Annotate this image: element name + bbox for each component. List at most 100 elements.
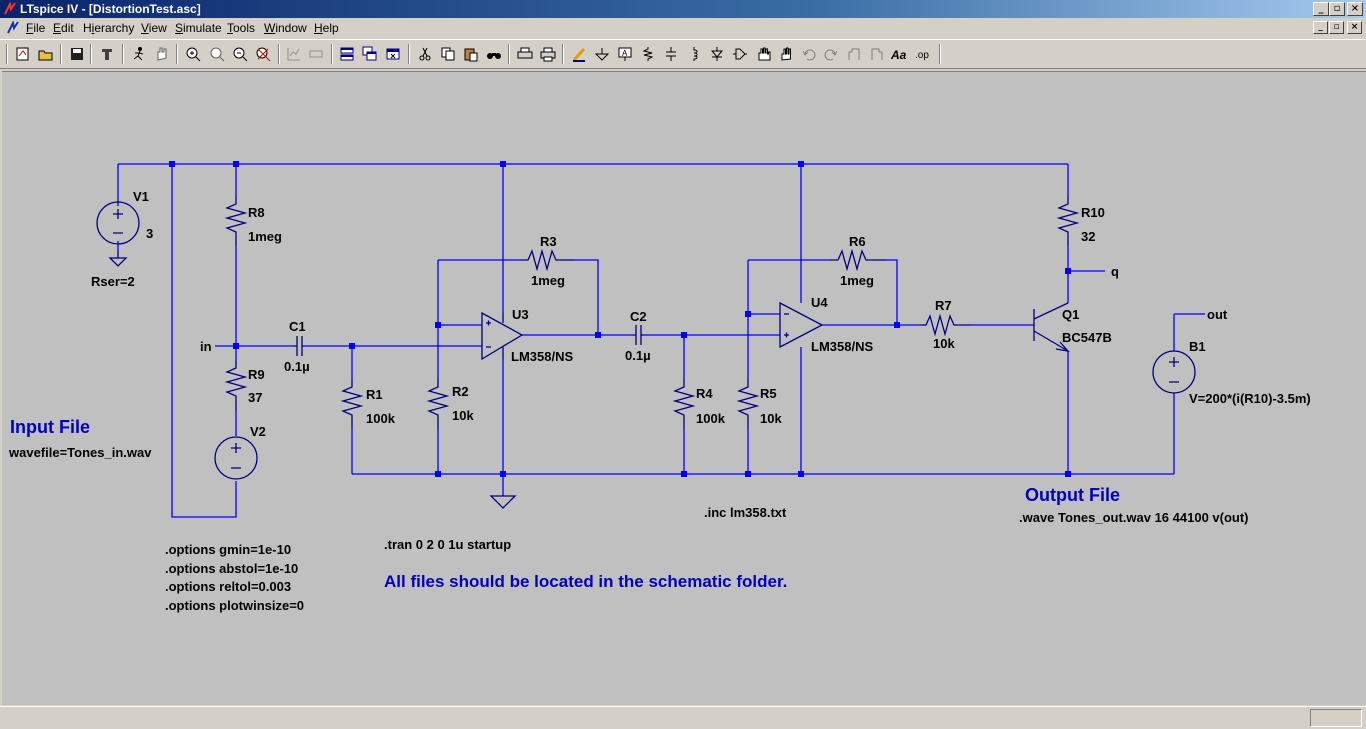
options-abstol[interactable]: .options abstol=1e-10 — [165, 561, 298, 576]
net-label-out[interactable]: out — [1207, 307, 1228, 322]
r6-value[interactable]: 1meg — [840, 273, 874, 288]
tran-directive[interactable]: .tran 0 2 0 1u startup — [384, 537, 511, 552]
ruler-icon[interactable] — [307, 45, 325, 63]
halt-icon[interactable] — [152, 45, 170, 63]
rotate-icon[interactable] — [845, 45, 863, 63]
v1-label[interactable]: V1 — [133, 189, 149, 204]
resistor-r8[interactable] — [224, 196, 248, 246]
wave-directive[interactable]: .wave Tones_out.wav 16 44100 v(out) — [1019, 510, 1249, 525]
resistor-r6[interactable] — [830, 248, 886, 272]
menu-hierarchy[interactable]: Hierarchy — [83, 21, 135, 35]
v1-value[interactable]: 3 — [146, 226, 153, 241]
schematic-drawing[interactable]: V1 3 Rser=2 R8 1meg in R9 37 V2 C1 0.1µ … — [2, 72, 1366, 705]
ground-icon[interactable] — [593, 45, 611, 63]
options-plotwinsize[interactable]: .options plotwinsize=0 — [165, 598, 304, 613]
zoom-in-icon[interactable] — [184, 45, 202, 63]
print-setup-icon[interactable] — [516, 45, 534, 63]
voltage-source-v2[interactable] — [214, 436, 258, 480]
resistor-r5[interactable] — [736, 379, 760, 429]
net-label-q[interactable]: q — [1111, 264, 1119, 279]
c1-value[interactable]: 0.1µ — [284, 359, 310, 374]
r3-value[interactable]: 1meg — [531, 273, 565, 288]
r5-label[interactable]: R5 — [760, 386, 777, 401]
wavefile-directive[interactable]: wavefile=Tones_in.wav — [8, 445, 152, 460]
zoom-out-icon[interactable] — [231, 45, 249, 63]
wire[interactable] — [886, 259, 898, 325]
close-window-icon[interactable] — [384, 45, 402, 63]
u4-value[interactable]: LM358/NS — [811, 339, 873, 354]
v2-label[interactable]: V2 — [250, 424, 266, 439]
print-icon[interactable] — [539, 45, 557, 63]
ground-symbol[interactable] — [489, 495, 517, 509]
voltage-source-v1[interactable] — [96, 201, 140, 267]
zoom-fit-icon[interactable] — [254, 45, 272, 63]
resistor-icon[interactable] — [639, 45, 657, 63]
opamp-u3[interactable] — [481, 311, 524, 361]
r4-value[interactable]: 100k — [696, 411, 726, 426]
capacitor-c1[interactable] — [293, 336, 303, 356]
drag-icon[interactable] — [777, 45, 795, 63]
r1-value[interactable]: 100k — [366, 411, 396, 426]
q1-value[interactable]: BC547B — [1062, 330, 1112, 345]
resistor-r2[interactable] — [426, 379, 450, 429]
copy-icon[interactable] — [439, 45, 457, 63]
c2-label[interactable]: C2 — [630, 309, 647, 324]
inductor-icon[interactable] — [685, 45, 703, 63]
r5-value[interactable]: 10k — [760, 411, 782, 426]
r9-value[interactable]: 37 — [248, 390, 262, 405]
q1-label[interactable]: Q1 — [1062, 307, 1079, 322]
mirror-icon[interactable] — [868, 45, 886, 63]
wire[interactable] — [574, 259, 599, 335]
maximize-button[interactable]: ▫ — [1329, 2, 1345, 16]
r7-value[interactable]: 10k — [933, 336, 955, 351]
new-schematic-icon[interactable] — [14, 45, 32, 63]
c1-label[interactable]: C1 — [289, 319, 306, 334]
resistor-r4[interactable] — [672, 379, 696, 429]
r8-label[interactable]: R8 — [248, 205, 265, 220]
output-file-comment[interactable]: Output File — [1025, 485, 1120, 505]
menu-file[interactable]: File — [26, 21, 46, 35]
r10-label[interactable]: R10 — [1081, 205, 1105, 220]
wire[interactable] — [171, 164, 237, 518]
u3-label[interactable]: U3 — [512, 307, 529, 322]
options-reltol[interactable]: .options reltol=0.003 — [165, 579, 291, 594]
b1-value[interactable]: V=200*(i(R10)-3.5m) — [1189, 391, 1311, 406]
r2-label[interactable]: R2 — [452, 384, 469, 399]
menu-window[interactable]: Window — [264, 21, 307, 35]
cut-icon[interactable] — [416, 45, 434, 63]
u3-value[interactable]: LM358/NS — [511, 349, 573, 364]
input-file-comment[interactable]: Input File — [10, 417, 90, 437]
menu-tools[interactable]: Tools — [227, 21, 256, 35]
b1-label[interactable]: B1 — [1189, 339, 1206, 354]
control-panel-icon[interactable] — [98, 45, 116, 63]
spice-directive-icon[interactable]: .op — [914, 45, 932, 63]
tile-horizontal-icon[interactable] — [338, 45, 356, 63]
net-label-in[interactable]: in — [200, 339, 212, 354]
inc-directive[interactable]: .inc lm358.txt — [704, 505, 787, 520]
label-net-icon[interactable]: A — [616, 45, 634, 63]
pan-icon[interactable] — [208, 45, 226, 63]
minimize-button[interactable]: _ — [1313, 2, 1329, 16]
save-icon[interactable] — [68, 45, 86, 63]
resistor-r9[interactable] — [224, 361, 248, 411]
capacitor-icon[interactable] — [662, 45, 680, 63]
doc-close-button[interactable]: × — [1347, 21, 1362, 34]
undo-icon[interactable] — [800, 45, 818, 63]
capacitor-c2[interactable] — [632, 325, 644, 345]
text-icon[interactable]: Aa — [891, 45, 909, 63]
r9-label[interactable]: R9 — [248, 367, 265, 382]
u4-label[interactable]: U4 — [811, 295, 828, 310]
resistor-r10[interactable] — [1056, 196, 1080, 246]
resistor-r7[interactable] — [920, 313, 970, 337]
v1-rser[interactable]: Rser=2 — [91, 274, 135, 289]
close-button[interactable]: × — [1347, 2, 1363, 16]
menu-edit[interactable]: Edit — [53, 21, 74, 35]
move-icon[interactable] — [754, 45, 772, 63]
r4-label[interactable]: R4 — [696, 386, 713, 401]
component-icon[interactable] — [731, 45, 749, 63]
location-note-comment[interactable]: All files should be located in the schem… — [384, 572, 787, 591]
run-icon[interactable] — [130, 45, 148, 63]
draw-wire-icon[interactable] — [570, 45, 588, 63]
cascade-icon[interactable] — [361, 45, 379, 63]
r8-value[interactable]: 1meg — [248, 229, 282, 244]
